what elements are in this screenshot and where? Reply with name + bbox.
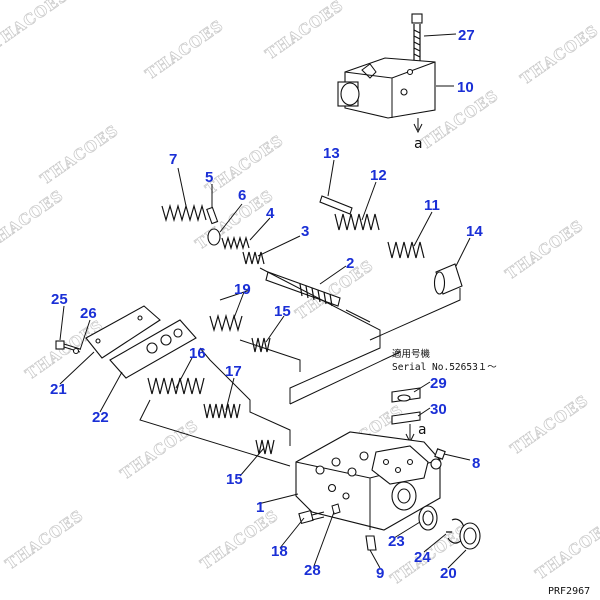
callout-29: 29 (430, 375, 447, 392)
callout-13: 13 (323, 145, 340, 162)
callout-19: 19 (234, 281, 251, 298)
assembly-lines (139, 267, 461, 467)
callout-10: 10 (457, 79, 474, 96)
pin-5 (206, 206, 219, 225)
spring-15-lower (255, 439, 275, 455)
fitting-18 (298, 509, 325, 525)
rod-13 (319, 195, 353, 215)
callout-15-lower: 15 (226, 471, 243, 488)
callout-18: 18 (271, 543, 288, 560)
spring-17 (203, 403, 241, 419)
watermark: THACOES (0, 186, 67, 253)
callout-24: 24 (414, 549, 431, 566)
piston-14 (433, 263, 463, 295)
watermark: THACOES (262, 0, 347, 63)
spring-7 (161, 203, 207, 223)
watermark: THACOES (2, 506, 87, 573)
seal-23 (418, 505, 438, 531)
bolt-27 (411, 13, 423, 62)
screw-9 (365, 535, 377, 551)
callout-12: 12 (370, 167, 387, 184)
orifice-28 (331, 503, 341, 515)
spring-11 (387, 241, 425, 259)
line-drawing (55, 13, 481, 569)
spring-19 (209, 313, 243, 333)
callout-9: 9 (376, 565, 384, 582)
watermark: THACOES (192, 186, 277, 253)
callout-15-upper: 15 (274, 303, 291, 320)
spring-15-upper (251, 337, 271, 353)
watermark: THACOES (37, 121, 122, 188)
callout-a-lower: a (418, 422, 426, 438)
watermark: THACOES (197, 506, 282, 573)
spring-3 (242, 251, 265, 265)
callout-28: 28 (304, 562, 321, 579)
callout-27: 27 (458, 27, 475, 44)
callout-23: 23 (388, 533, 405, 550)
plug-8 (434, 448, 446, 460)
callout-30: 30 (430, 401, 447, 418)
callout-21: 21 (50, 381, 67, 398)
callout-16: 16 (189, 345, 206, 362)
callout-1: 1 (256, 499, 264, 516)
spring-16 (147, 377, 205, 395)
bolt-25-washer-26 (55, 340, 81, 355)
callout-25: 25 (51, 291, 68, 308)
callout-a-upper: a (414, 136, 422, 152)
callout-17: 17 (225, 363, 242, 380)
callout-6: 6 (238, 187, 246, 204)
callout-20: 20 (440, 565, 457, 582)
callout-3: 3 (301, 223, 309, 240)
serial-variant-group (391, 387, 421, 444)
bushing-20 (459, 522, 481, 550)
solenoid-valve-10 (337, 57, 436, 134)
callout-8: 8 (472, 455, 480, 472)
spring-4 (221, 235, 250, 251)
drawing-code: PRF2967 (548, 586, 590, 597)
watermark: THACOES (532, 516, 600, 583)
callout-11: 11 (424, 197, 440, 214)
watermark: THACOES (142, 16, 227, 83)
leader-lines (59, 33, 471, 569)
callout-22: 22 (92, 409, 109, 426)
callout-2: 2 (346, 255, 354, 272)
callout-5: 5 (205, 169, 213, 186)
serial-note-line2: Serial No.52653１〜 (392, 362, 497, 373)
watermark: THACOES (507, 391, 592, 458)
callout-26: 26 (80, 305, 97, 322)
callout-14: 14 (466, 223, 483, 240)
serial-note-line1: 適用号機 (392, 348, 431, 360)
collar-6 (207, 228, 221, 246)
callout-labels: 27 10 a 7 5 6 4 3 13 12 11 14 2 25 26 19… (50, 27, 590, 597)
watermark: THACOES (22, 316, 107, 383)
watermark: THACOES (517, 21, 600, 88)
watermark: THACOES (502, 216, 587, 283)
callout-4: 4 (266, 205, 275, 222)
spring-12 (334, 213, 380, 231)
watermark: THACOES (0, 0, 72, 53)
callout-7: 7 (169, 151, 177, 168)
